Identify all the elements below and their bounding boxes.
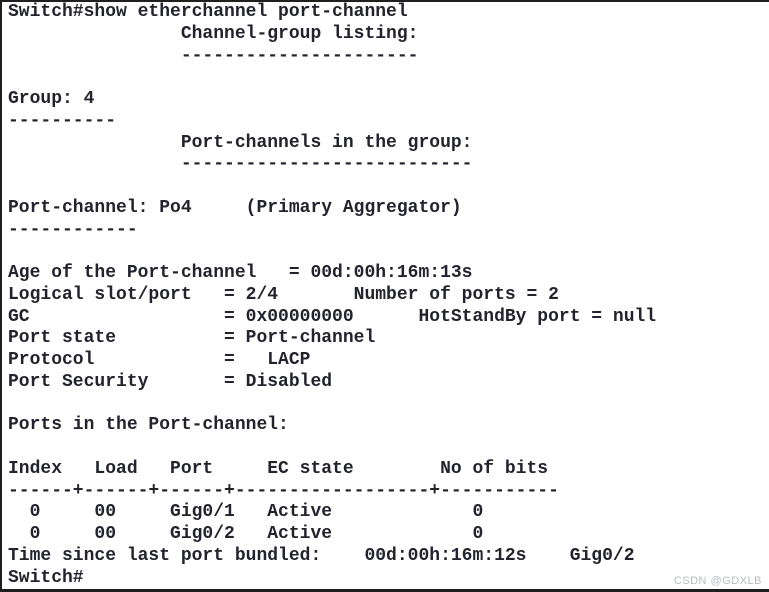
terminal-output: Switch#show etherchannel port-channel Ch… [8, 2, 657, 588]
watermark: CSDN @GDXLB [673, 575, 762, 587]
